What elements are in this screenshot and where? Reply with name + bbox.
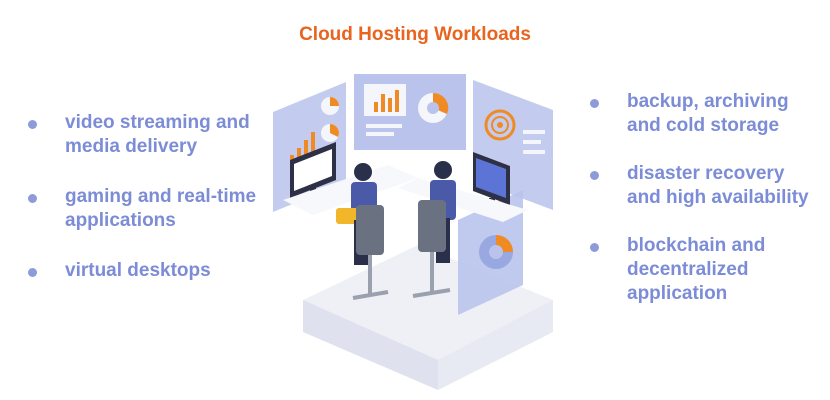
list-item: virtual desktops <box>28 259 248 283</box>
bullet-icon <box>28 194 37 203</box>
list-item: video streaming and media delivery <box>28 111 265 159</box>
pie-chart-icon <box>418 92 449 123</box>
list-item-label: blockchain and decentralized application <box>627 235 766 304</box>
left-workload-list: video streaming and media delivery gamin… <box>28 111 256 283</box>
office-chair-icon <box>352 205 389 300</box>
list-item-label: gaming and real-time applications <box>65 186 257 231</box>
office-chair-icon <box>412 200 451 298</box>
office-illustration <box>273 74 553 390</box>
bullet-icon <box>590 171 599 180</box>
radar-icon <box>484 109 516 141</box>
list-item: backup, archiving and cold storage <box>590 90 802 138</box>
bullet-icon <box>28 268 37 277</box>
list-item-label: video streaming and media delivery <box>65 112 250 157</box>
right-workload-list: backup, archiving and cold storage disas… <box>590 90 820 306</box>
list-item: disaster recovery and high availability <box>590 162 820 210</box>
pie-chart-icon <box>321 97 339 142</box>
list-item: blockchain and decentralized application <box>590 234 817 306</box>
list-item-label: backup, archiving and cold storage <box>627 91 789 136</box>
list-item-label: virtual desktops <box>65 260 211 281</box>
panel-front-right <box>458 190 523 315</box>
list-item: gaming and real-time applications <box>28 185 280 233</box>
bullet-icon <box>590 99 599 108</box>
panel-back-center <box>354 74 466 150</box>
list-item-label: disaster recovery and high availability <box>627 163 809 208</box>
pie-chart-icon <box>479 235 513 269</box>
page-title: Cloud Hosting Workloads <box>299 24 531 45</box>
bullet-icon <box>590 243 599 252</box>
bar-chart-icon <box>374 90 399 112</box>
bullet-icon <box>28 120 37 129</box>
